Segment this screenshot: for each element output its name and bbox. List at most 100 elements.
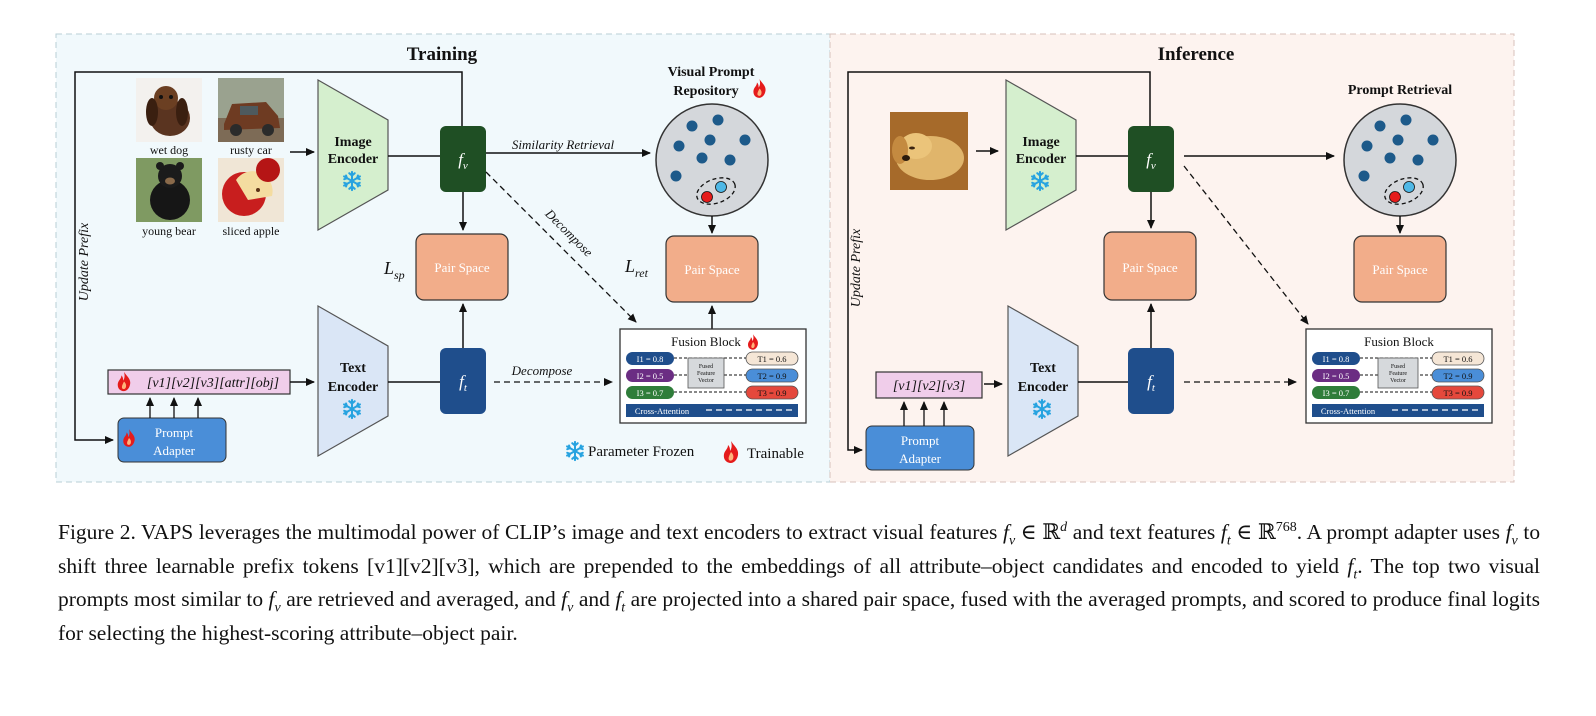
figure-caption: Figure 2. VAPS leverages the multimodal … — [58, 519, 1541, 645]
training-pill-i2: I2 = 0.5 — [637, 371, 664, 381]
inference-update-prefix-arrow — [847, 71, 1151, 454]
training-text-encoder-label-1: Text — [340, 361, 366, 376]
training-fusion-title: Fusion Block — [671, 334, 741, 349]
inference-fusion-block: Fusion Block I1 = 0.8 I2 = 0.5 I3 = 0.7 … — [1305, 328, 1493, 424]
inference-fv-label: fv — [1146, 150, 1156, 172]
training-pill-t1: T1 = 0.6 — [757, 354, 786, 364]
repository-title-2: Repository — [673, 84, 738, 99]
inference-fused-2: Feature — [1389, 371, 1407, 377]
training-image-encoder-label-1: Image — [334, 135, 371, 150]
inference-pill-i3: I3 = 0.7 — [1323, 388, 1350, 398]
retrieved-prompts-selection — [696, 177, 736, 205]
inference-pill-t2: T2 = 0.9 — [1443, 371, 1472, 381]
training-image-encoder-label-2: Encoder — [328, 152, 379, 167]
inference-pill-t1: T1 = 0.6 — [1443, 354, 1472, 364]
image-label-wet-dog: wet dog — [150, 143, 188, 157]
training-prompt-adapter-label-2: Adapter — [153, 443, 196, 458]
update-prefix-arrow — [74, 71, 463, 444]
l-ret-label: Lret — [624, 256, 649, 280]
legend-frozen-label: Parameter Frozen — [588, 444, 695, 460]
inference-text-encoder — [1007, 304, 1079, 458]
caption-figure-number: Figure 2. — [58, 520, 136, 544]
similarity-retrieval-label: Similarity Retrieval — [512, 137, 615, 152]
l-sp-label: Lsp — [383, 258, 405, 282]
inference-prompt-tokens — [875, 371, 983, 399]
inference-cross-attention: Cross-Attention — [1321, 406, 1376, 416]
decompose-horizontal-label: Decompose — [511, 363, 573, 378]
inference-text-encoder-label-2: Encoder — [1018, 380, 1069, 395]
training-pill-i1: I1 = 0.8 — [637, 354, 664, 364]
legend-trainable-label: Trainable — [747, 446, 804, 462]
training-prompt-tokens — [107, 369, 291, 395]
training-pair-space-right — [665, 235, 759, 303]
training-title: Training — [407, 44, 478, 65]
inference-fv-box — [1128, 126, 1174, 192]
inference-pill-i1: I1 = 0.8 — [1323, 354, 1350, 364]
retrieved-point — [715, 181, 727, 193]
inference-pair-space-left-label: Pair Space — [1122, 260, 1177, 275]
inference-prompt-adapter-label-2: Adapter — [899, 451, 942, 466]
caption-text-3: . A prompt adapter uses — [1296, 520, 1500, 544]
training-pill-i3: I3 = 0.7 — [637, 388, 664, 398]
training-ft-box — [440, 348, 486, 414]
caption-text-6: are retrieved and averaged, and — [286, 587, 556, 611]
training-fused-1: Fused — [699, 364, 713, 370]
caption-text-1: VAPS leverages the multimodal power of C… — [141, 520, 998, 544]
inference-decompose-diagonal — [1183, 165, 1309, 325]
inference-title: Inference — [1158, 44, 1235, 65]
inference-pill-i2: I2 = 0.5 — [1323, 371, 1350, 381]
caption-text-5: . The top two visual prompts most simila… — [58, 553, 1540, 612]
repository-title-1: Visual Prompt — [668, 65, 755, 80]
training-text-encoder-label-2: Encoder — [328, 380, 379, 395]
training-prompt-adapter — [117, 417, 227, 463]
inference-fused-3: Vector — [1390, 378, 1406, 384]
training-ft-label: ft — [459, 372, 468, 394]
training-fused-2: Feature — [697, 371, 715, 377]
repository-prompts — [670, 114, 751, 182]
training-fv-box — [440, 126, 486, 192]
inference-fusion-title: Fusion Block — [1364, 334, 1434, 349]
training-pair-space-left-label: Pair Space — [434, 260, 489, 275]
query-point — [701, 191, 713, 203]
inference-pill-t3: T3 = 0.9 — [1443, 388, 1472, 398]
training-pair-space-right-label: Pair Space — [684, 262, 739, 277]
sliced-apple-image — [218, 158, 284, 222]
training-prompt-tokens-label: [v1][v2][v3][attr][obj] — [147, 376, 279, 391]
inference-text-encoder-label-1: Text — [1030, 361, 1056, 376]
wet-dog-image — [136, 78, 202, 142]
inference-image-encoder — [1005, 78, 1077, 232]
caption-text-8: are projected into a shared pair space, … — [58, 587, 1541, 645]
training-prompt-adapter-label-1: Prompt — [155, 425, 194, 440]
inference-prompt-adapter — [865, 425, 975, 471]
update-prefix-label: Update Prefix — [77, 222, 92, 301]
inference-image-encoder-label-2: Encoder — [1016, 152, 1067, 167]
training-pair-space-left — [415, 233, 509, 301]
caption-text-7: and — [578, 587, 610, 611]
inference-retrieved-point — [1403, 181, 1415, 193]
architecture-diagram: Training Inference Update Prefix wet dog… — [55, 33, 1515, 483]
caption-text-2: and text features — [1072, 520, 1216, 544]
inference-prompt-adapter-label-1: Prompt — [901, 433, 940, 448]
training-cross-attention: Cross-Attention — [635, 406, 690, 416]
rusty-car-image — [218, 78, 284, 142]
decompose-diagonal-arrow — [485, 171, 637, 323]
inference-pair-space-right — [1353, 235, 1447, 303]
training-fv-label: fv — [458, 150, 468, 172]
inference-update-prefix-label: Update Prefix — [849, 228, 864, 307]
inference-ft-label: ft — [1147, 372, 1156, 394]
inference-dog-image — [890, 112, 968, 190]
caption-text-4: to shift three learnable prefix tokens [… — [58, 520, 1541, 578]
image-label-sliced-apple: sliced apple — [223, 224, 280, 238]
training-image-encoder — [317, 78, 389, 232]
inference-query-point — [1389, 191, 1401, 203]
prompt-retrieval-title: Prompt Retrieval — [1348, 83, 1452, 98]
training-text-encoder — [317, 304, 389, 458]
training-pill-t2: T2 = 0.9 — [757, 371, 786, 381]
inference-prompt-tokens-label: [v1][v2][v3] — [893, 379, 965, 394]
young-bear-image — [136, 158, 202, 222]
inference-pair-space-right-label: Pair Space — [1372, 262, 1427, 277]
training-fused-3: Vector — [698, 378, 714, 384]
inference-ft-box — [1128, 348, 1174, 414]
inference-image-encoder-label-1: Image — [1022, 135, 1059, 150]
training-pill-t3: T3 = 0.9 — [757, 388, 786, 398]
